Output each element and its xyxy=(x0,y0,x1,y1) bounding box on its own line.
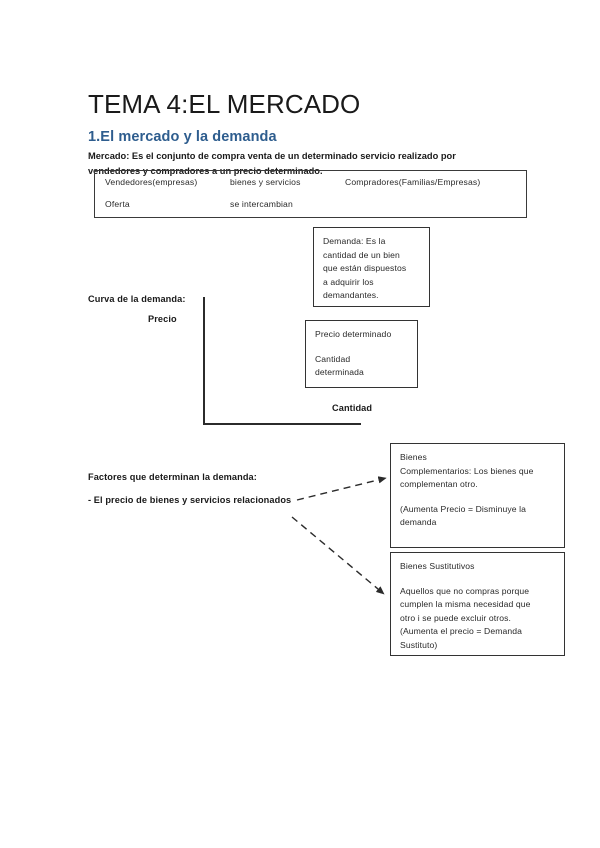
complementary-line-2: Complementarios: Los bienes que xyxy=(400,465,534,476)
demand-line-3: que están dispuestos xyxy=(323,263,407,273)
graph-y-axis xyxy=(203,297,205,425)
substitute-line-4: otro i se puede excluir otros. xyxy=(400,612,511,623)
factors-heading: Factores que determinan la demanda: xyxy=(88,472,257,482)
substitute-line-5: (Aumenta el precio = Demanda xyxy=(400,626,522,636)
demand-line-4: a adquirir los xyxy=(323,276,374,287)
substitute-line-2: Aquellos que no compras porque xyxy=(400,585,530,596)
table-cell-exchange: se intercambian xyxy=(230,199,293,209)
demand-line-1: Demanda: Es la xyxy=(323,236,386,246)
table-cell-goods: bienes y servicios xyxy=(230,177,301,187)
complementary-line-5: demanda xyxy=(400,517,437,527)
table-cell-buyers: Compradores(Familias/Empresas) xyxy=(345,177,481,187)
substitute-goods-box: Bienes Sustitutivos Aquellos que no comp… xyxy=(390,552,565,656)
page-title: TEMA 4:EL MERCADO xyxy=(88,89,361,120)
complementary-goods-box: Bienes Complementarios: Los bienes que c… xyxy=(390,443,565,548)
demand-line-2: cantidad de un bien xyxy=(323,249,400,260)
market-table: Vendedores(empresas) bienes y servicios … xyxy=(94,170,527,218)
table-cell-sellers: Vendedores(empresas) xyxy=(105,177,198,187)
table-cell-supply: Oferta xyxy=(105,199,130,209)
graph-x-axis-label: Cantidad xyxy=(332,403,373,413)
demand-definition-box: Demanda: Es la cantidad de un bien que e… xyxy=(313,227,430,307)
arrow-to-complementary-goods xyxy=(296,476,387,501)
complementary-line-4: (Aumenta Precio = Disminuye la xyxy=(400,503,526,514)
complementary-line-3: complementan otro. xyxy=(400,479,478,489)
graph-caption: Curva de la demanda: xyxy=(88,294,186,304)
arrow-to-substitute-goods xyxy=(291,516,385,595)
graph-x-axis xyxy=(203,423,361,425)
substitute-line-6: Sustituto) xyxy=(400,639,438,650)
graph-y-axis-label: Precio xyxy=(148,314,177,324)
substitute-line-3: cumplen la misma necesidad que xyxy=(400,599,531,609)
table-row: Vendedores(empresas) bienes y servicios … xyxy=(95,177,526,199)
price-line-3: determinada xyxy=(315,367,364,377)
demand-line-5: demandantes. xyxy=(323,290,379,300)
price-line-1: Precio determinado xyxy=(315,329,392,339)
price-line-2: Cantidad xyxy=(315,353,351,364)
factors-item-1: - El precio de bienes y servicios relaci… xyxy=(88,495,292,505)
price-quantity-box: Precio determinado Cantidad determinada xyxy=(305,320,418,388)
complementary-line-1: Bienes xyxy=(400,452,427,462)
table-row: Oferta se intercambian xyxy=(95,199,526,221)
section-heading: 1.El mercado y la demanda xyxy=(88,129,277,146)
substitute-line-1: Bienes Sustitutivos xyxy=(400,561,475,571)
